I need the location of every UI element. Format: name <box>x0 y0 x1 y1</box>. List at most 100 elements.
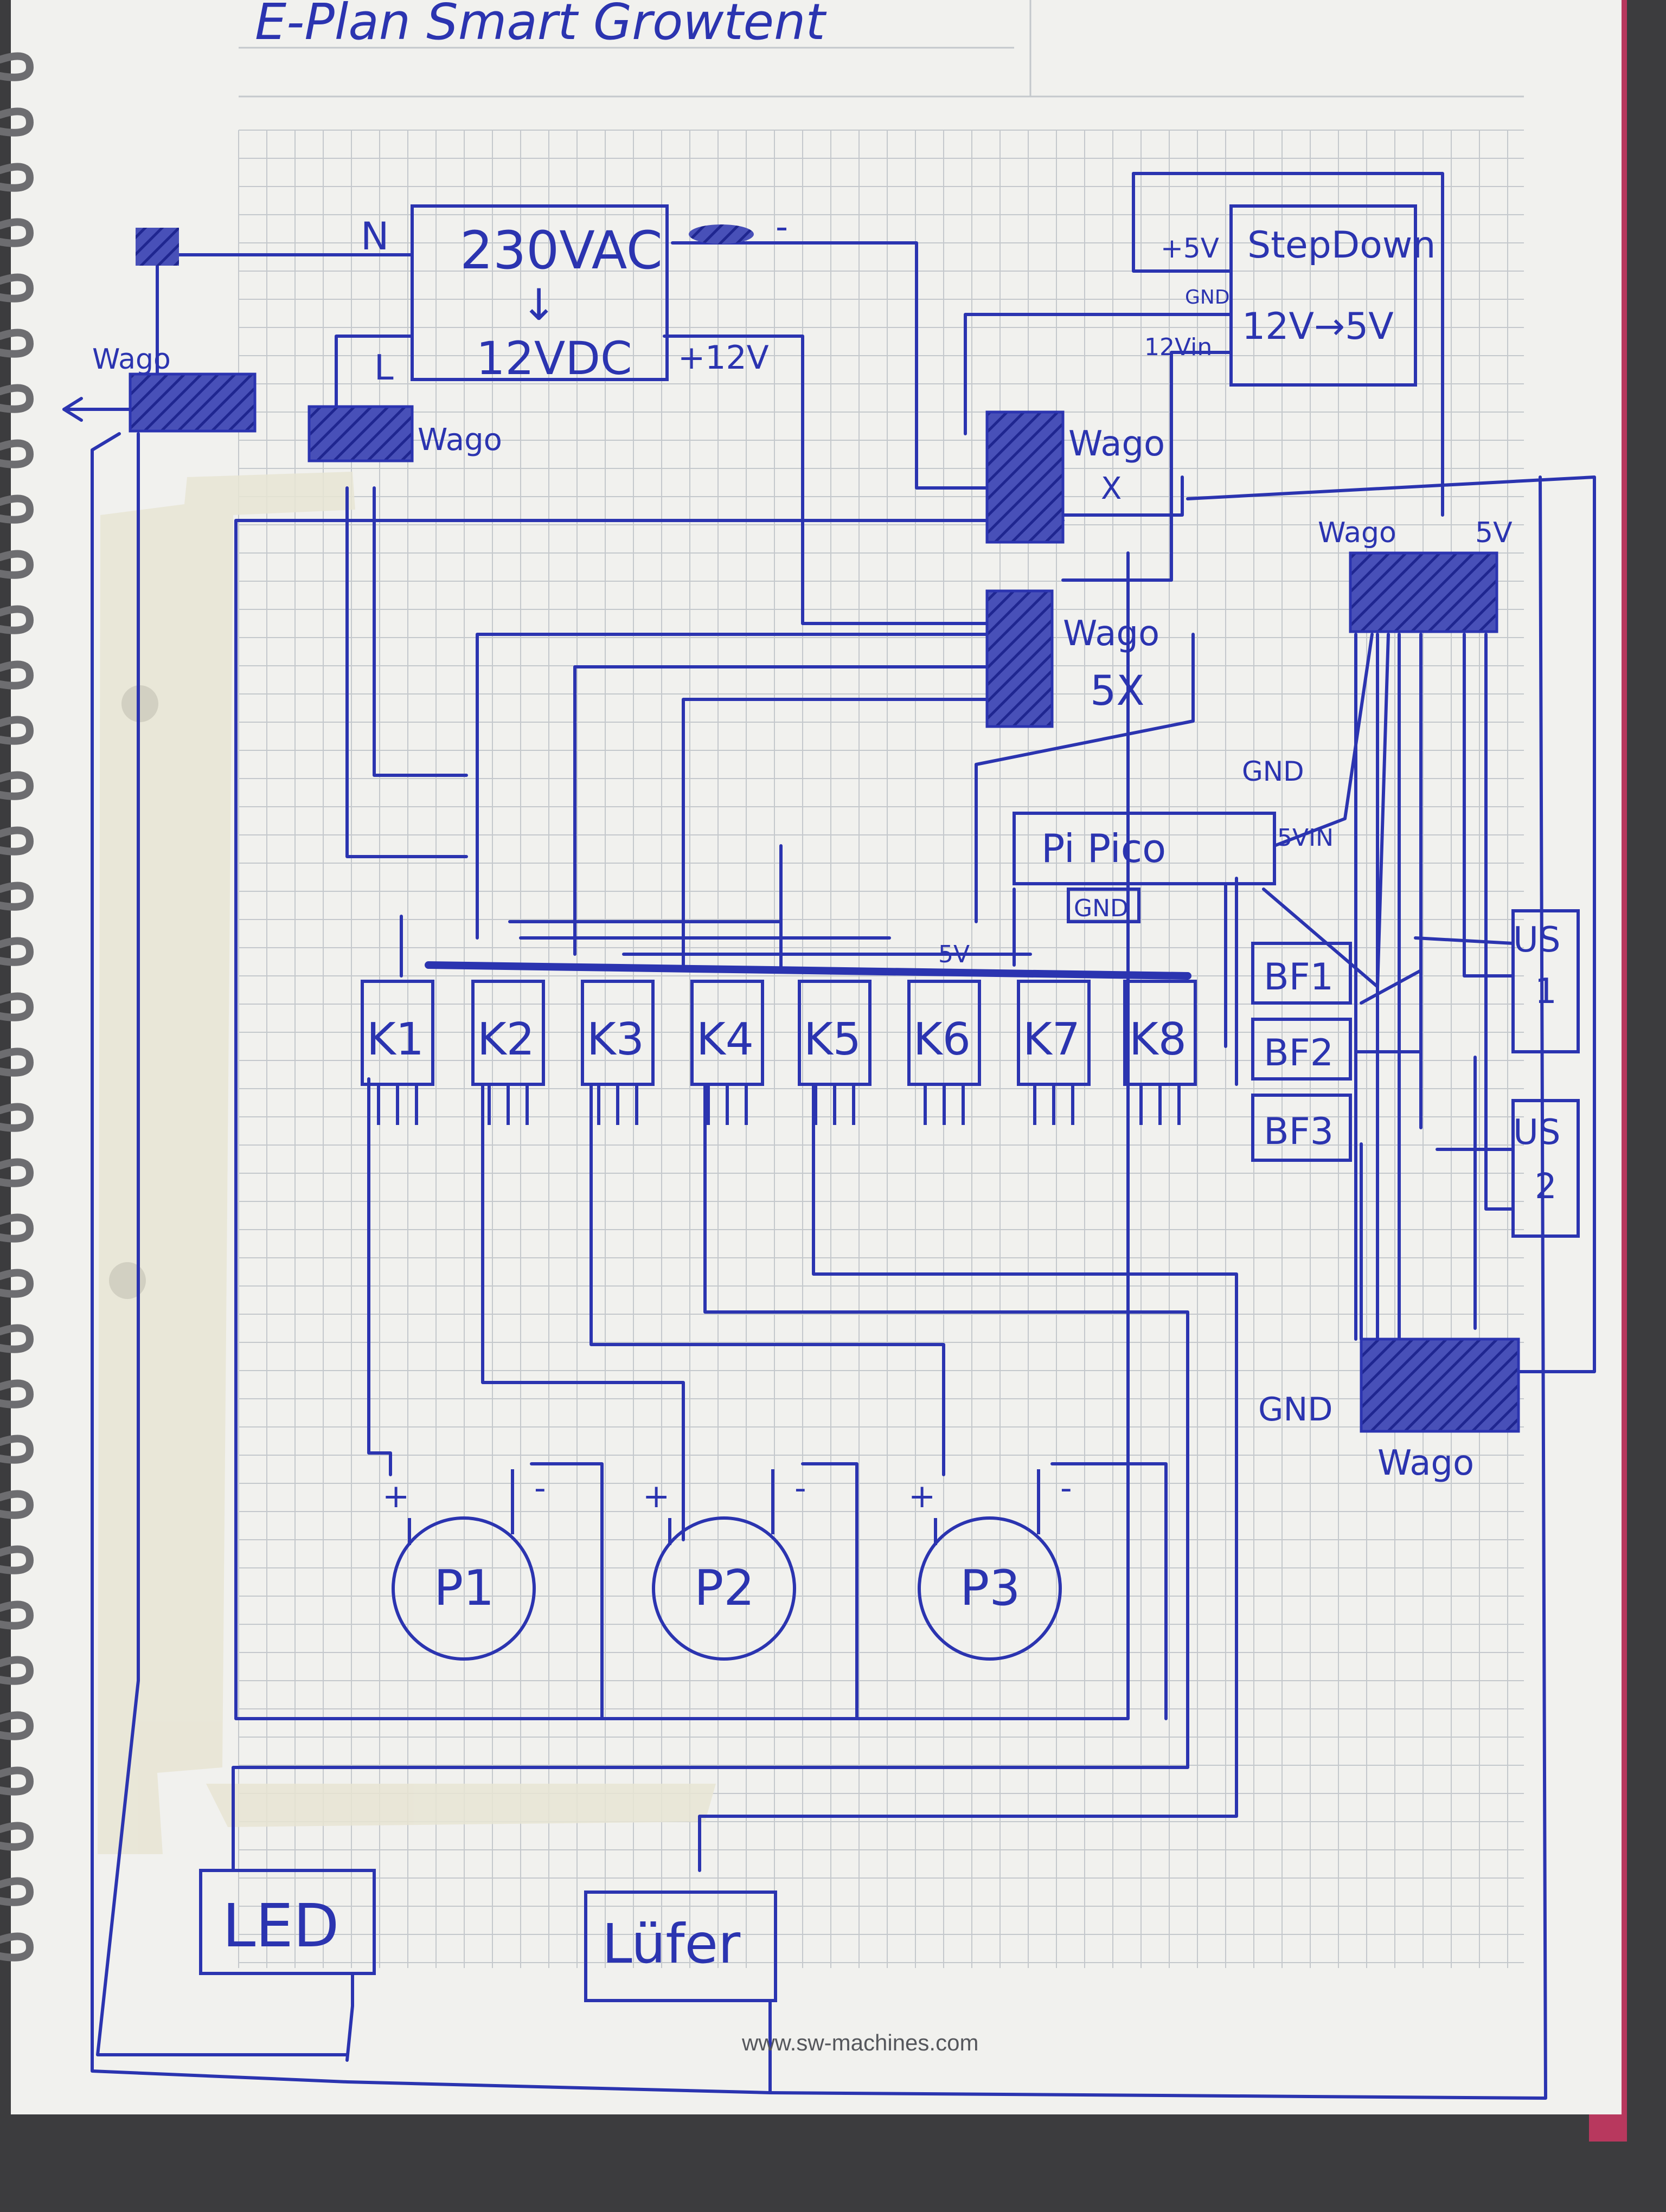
pump-lead <box>408 1469 514 1545</box>
stepdown-ratio: 12V→5V <box>1242 305 1394 348</box>
labels: N L 230VAC ↓ 12VDC +12V - Wago Wago Wago… <box>92 207 1560 2055</box>
gnd-label: GND <box>1242 756 1304 787</box>
pico-gnd-label: GND <box>1074 895 1129 922</box>
relay-label: K2 <box>477 1014 535 1065</box>
pump-body <box>652 1516 796 1661</box>
sensor-bf3-label: BF3 <box>1264 1110 1334 1153</box>
stepdown-title: StepDown <box>1247 224 1436 267</box>
relay-label: K7 <box>1023 1014 1080 1065</box>
stepdown-5v-label: +5V <box>1161 233 1219 264</box>
psu-box <box>411 204 669 381</box>
ground-symbol-block <box>136 228 179 266</box>
pump-plus-label: + <box>382 1477 409 1515</box>
spiral-binding <box>0 52 34 1962</box>
us2-box <box>1511 1099 1580 1238</box>
us1-box <box>1511 909 1580 1053</box>
us1-label: US <box>1513 920 1560 960</box>
led-label: LED <box>222 1891 339 1960</box>
fan-label: Lüfer <box>602 1912 741 1976</box>
led-box <box>199 1869 376 1975</box>
wago-x <box>985 410 1065 544</box>
us2-label: US <box>1513 1113 1560 1153</box>
relay-k8: K8 <box>1123 980 1197 1125</box>
wago-gnd <box>1360 1338 1520 1433</box>
relay-label: K1 <box>367 1014 424 1065</box>
relay-k6: K6 <box>907 980 981 1125</box>
pump-body <box>918 1516 1062 1661</box>
pump-label: P2 <box>694 1560 755 1617</box>
wago-5x <box>985 589 1054 728</box>
relay-k3: K3 <box>581 980 655 1125</box>
rail-5v-label: 5V <box>938 941 970 968</box>
wago-left <box>129 372 257 433</box>
wago-x-suffix: X <box>1101 471 1122 506</box>
relay-k4: K4 <box>690 980 764 1125</box>
wago-x-label: Wago <box>1068 424 1165 464</box>
watermark: www.sw-machines.com <box>741 2030 978 2055</box>
relay-k2: K2 <box>471 980 545 1125</box>
sensor-bf2-label: BF2 <box>1264 1032 1334 1075</box>
label-plus12v: +12V <box>678 339 769 377</box>
label-l: L <box>374 348 394 388</box>
pump-lead <box>934 1469 1040 1545</box>
wago-gnd-label: Wago <box>1377 1443 1474 1483</box>
wago-l-label: Wago <box>418 422 502 458</box>
sensor-box-bf2 <box>1251 1018 1352 1081</box>
paper-sheet <box>11 0 1622 2114</box>
pump-body <box>392 1516 536 1661</box>
pump-p3: P3 + - <box>908 1469 1072 1661</box>
page-title: E-Plan Smart Growtent <box>255 0 826 51</box>
psu-arrow: ↓ <box>521 280 557 330</box>
pump-label: P3 <box>960 1560 1021 1617</box>
pi-pico-label: Pi Pico <box>1041 826 1166 871</box>
wiring <box>62 172 1596 2100</box>
psu-output-label: 12VDC <box>476 332 632 385</box>
relay-label: K3 <box>587 1014 644 1065</box>
pump-plus-label: + <box>643 1477 670 1515</box>
pump-minus-label: - <box>1060 1469 1072 1507</box>
wago-l <box>307 405 414 462</box>
stepdown-box <box>1229 204 1417 387</box>
us2-number: 2 <box>1535 1167 1557 1207</box>
pi-pico-box <box>1013 812 1276 885</box>
relay-label: K6 <box>913 1014 971 1065</box>
relay-label: K5 <box>804 1014 861 1065</box>
relay-k1: K1 <box>361 980 434 1125</box>
pico-gnd-box <box>1067 888 1140 923</box>
components <box>199 204 1580 2002</box>
label-minus: - <box>776 207 788 247</box>
stepdown-gnd-label: GND <box>1185 286 1230 308</box>
pump-label: P1 <box>434 1560 495 1617</box>
wago-5v <box>1349 551 1498 633</box>
wago-5v-title: Wago <box>1318 517 1396 549</box>
pump-minus-label: - <box>534 1469 546 1507</box>
wago-gnd-prefix: GND <box>1258 1391 1333 1429</box>
pump-group: P1 + - P2 + - P3 + - <box>382 1469 1072 1661</box>
masking-tape <box>98 472 716 1854</box>
wago-5x-suffix: 5X <box>1090 666 1144 715</box>
pump-plus-label: + <box>908 1477 935 1515</box>
sensor-bf1-label: BF1 <box>1264 956 1334 999</box>
psu-minus-symbol <box>689 224 754 244</box>
relay-k5: K5 <box>798 980 872 1125</box>
us1-number: 1 <box>1535 972 1557 1012</box>
pico-5vin-label: 5VIN <box>1277 824 1334 852</box>
fan-box <box>584 1891 777 2002</box>
pump-minus-label: - <box>794 1469 806 1507</box>
stepdown-12vin-label: 12Vin <box>1144 333 1212 361</box>
pump-p1: P1 + - <box>382 1469 546 1661</box>
wago-left-label: Wago <box>92 343 171 376</box>
wago-5v-label: 5V <box>1475 517 1513 549</box>
relay-group: K1 K2 K3 K4 K5 K6 K7 K8 <box>361 980 1197 1125</box>
label-n: N <box>361 214 389 259</box>
pump-lead <box>668 1469 774 1545</box>
sensor-box-bf3 <box>1251 1094 1352 1162</box>
relay-label: K8 <box>1129 1014 1187 1065</box>
relay-label: K4 <box>696 1014 754 1065</box>
relay-k7: K7 <box>1017 980 1091 1125</box>
wago-blocks <box>129 224 1520 1433</box>
pump-p2: P2 + - <box>643 1469 806 1661</box>
wago-5x-label: Wago <box>1063 614 1159 654</box>
psu-input-label: 230VAC <box>460 220 663 281</box>
